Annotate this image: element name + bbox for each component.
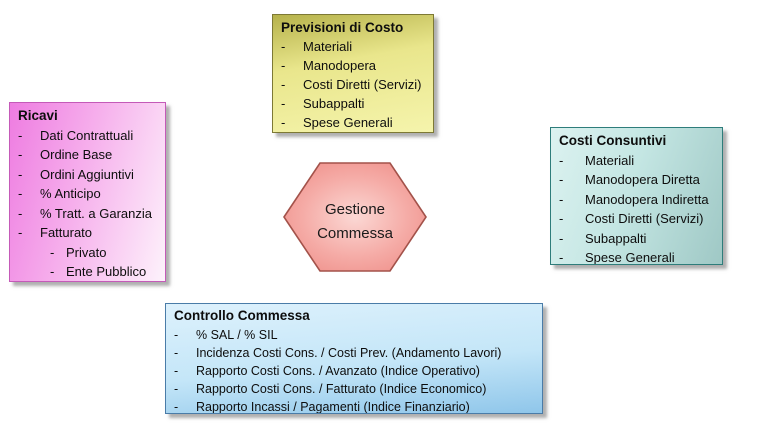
list-item: - Spese Generali — [551, 248, 718, 265]
box-ricavi: Ricavi - Dati Contrattuali - Ordine Base - Or… — [9, 102, 166, 282]
box-title-costi-consuntivi: Costi Consuntivi — [559, 133, 667, 148]
list-item: - Subappalti — [273, 94, 429, 113]
box-title-previsioni: Previsioni di Costo — [281, 20, 404, 35]
dash-bullet: - — [50, 244, 55, 260]
list-item-label: Manodopera — [303, 58, 376, 73]
box-title-ricavi: Ricavi — [18, 108, 58, 123]
list-item-label: Manodopera Diretta — [585, 172, 700, 187]
hexagon-gestione-commessa: Gestione Commessa — [283, 162, 427, 272]
list-item: - Ordini Aggiuntivi — [10, 165, 161, 185]
dash-bullet: - — [18, 166, 23, 182]
dash-bullet: - — [281, 77, 286, 92]
hexagon-polygon — [283, 162, 427, 272]
dash-bullet: - — [281, 39, 286, 54]
dash-bullet: - — [281, 115, 286, 130]
list-item: - Ordine Base — [10, 145, 161, 165]
dash-bullet: - — [50, 264, 55, 279]
dash-bullet: - — [559, 250, 564, 265]
list-item-label: Rapporto Costi Cons. / Fatturato (Indice… — [196, 381, 487, 396]
list-item: - Manodopera Indiretta — [551, 190, 718, 210]
list-ricavi: - Dati Contrattuali - Ordine Base - Ordini Ag… — [10, 126, 161, 282]
list-item: - Dati Contrattuali — [10, 126, 161, 146]
hexagon-label-line2: Commessa — [317, 225, 394, 242]
dash-bullet: - — [174, 381, 179, 396]
list-item-label: Subappalti — [585, 230, 647, 246]
list-item-label: Spese Generali — [585, 250, 675, 265]
dash-bullet: - — [18, 147, 23, 162]
box-costi-consuntivi: Costi Consuntivi - Materiali - Manodopera D… — [550, 127, 723, 265]
list-item-label: % Tratt. a Garanzia — [40, 205, 152, 221]
list-item: - % Anticipo — [10, 184, 161, 204]
list-item: - % SAL / % SIL — [166, 326, 538, 344]
dash-bullet: - — [281, 58, 286, 73]
dash-bullet: - — [281, 96, 286, 111]
dash-bullet: - — [174, 363, 179, 378]
list-item-label: Dati Contrattuali — [40, 127, 134, 143]
list-item-label: % Anticipo — [40, 186, 101, 201]
list-item: - Costi Diretti (Servizi) — [551, 209, 718, 229]
dash-bullet: - — [18, 127, 23, 143]
box-title-controllo-commessa: Controllo Commessa — [174, 308, 310, 323]
list-item-label: Ordine Base — [40, 147, 113, 162]
list-item-label: Rapporto Costi Cons. / Avanzato (Indice … — [196, 363, 480, 378]
list-previsioni: - Materiali - Manodopera - Costi Diretti (Ser… — [273, 37, 429, 132]
dash-bullet: - — [559, 230, 564, 246]
list-costi-consuntivi: - Materiali - Manodopera Diretta - Manodopera… — [551, 151, 718, 265]
list-item: -Ente Pubblico — [10, 262, 161, 281]
dash-bullet: - — [18, 205, 23, 221]
dash-bullet: - — [559, 152, 564, 168]
dash-bullet: - — [174, 399, 179, 414]
list-item-label: % SAL / % SIL — [196, 327, 278, 342]
list-item: - Incidenza Costi Cons. / Costi Prev. (An… — [166, 344, 538, 362]
list-item-label: Costi Diretti (Servizi) — [585, 211, 704, 226]
list-item-label: Materiali — [585, 152, 635, 168]
dash-bullet: - — [559, 191, 564, 207]
list-item-label: Manodopera Indiretta — [585, 191, 709, 207]
hexagon-label-line1: Gestione — [325, 201, 385, 218]
list-item-label: Privato — [66, 244, 107, 260]
list-controllo-commessa: - % SAL / % SIL - Incidenza Costi Cons. / C… — [166, 326, 538, 414]
list-item: - Fatturato — [10, 223, 161, 243]
list-item: - Materiali — [551, 151, 718, 171]
dash-bullet: - — [559, 211, 564, 226]
dash-bullet: - — [18, 186, 23, 201]
dash-bullet: - — [174, 345, 179, 360]
list-item-label: Materiali — [303, 39, 353, 54]
list-item: - Spese Generali — [273, 113, 429, 132]
list-item: - Rapporto Costi Cons. / Avanzato (Indice… — [166, 362, 538, 380]
list-item-label: Incidenza Costi Cons. / Costi Prev. (And… — [196, 345, 502, 360]
box-previsioni-di-costo: Previsioni di Costo - Materiali - Manodoper… — [272, 14, 434, 133]
list-item-label: Ordini Aggiuntivi — [40, 166, 134, 182]
list-item-label: Subappalti — [303, 96, 365, 111]
box-controllo-commessa: Controllo Commessa - % SAL / % SIL - Incide… — [165, 303, 543, 414]
hexagon-shape-svg: Gestione Commessa — [283, 162, 427, 272]
dash-bullet: - — [174, 327, 179, 342]
list-item-label: Ente Pubblico — [66, 264, 147, 279]
list-item-label: Spese Generali — [303, 115, 393, 130]
list-item: -Privato — [10, 243, 161, 263]
list-item-label: Costi Diretti (Servizi) — [303, 77, 422, 92]
dash-bullet: - — [559, 172, 564, 187]
list-item: - Costi Diretti (Servizi) — [273, 75, 429, 94]
list-item: - Manodopera Diretta — [551, 170, 718, 190]
dash-bullet: - — [18, 225, 23, 240]
list-item-label: Fatturato — [40, 225, 93, 240]
list-item: - % Tratt. a Garanzia — [10, 204, 161, 224]
list-item: - Rapporto Incassi / Pagamenti (Indice Fi… — [166, 398, 538, 414]
list-item: - Manodopera — [273, 56, 429, 75]
list-item-label: Rapporto Incassi / Pagamenti (Indice Fin… — [196, 399, 470, 414]
list-item: - Subappalti — [551, 229, 718, 249]
list-item: - Materiali — [273, 37, 429, 56]
list-item: - Rapporto Costi Cons. / Fatturato (Indic… — [166, 380, 538, 398]
